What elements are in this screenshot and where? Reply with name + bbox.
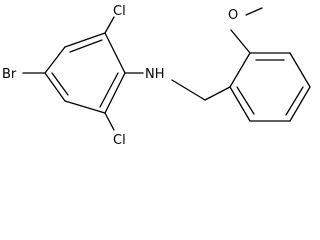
bond <box>44 46 66 74</box>
bond <box>64 100 106 114</box>
bond <box>104 32 126 74</box>
bond <box>229 86 251 122</box>
bromine-label: Br <box>2 67 17 82</box>
bond <box>229 52 251 88</box>
bond-ring-to-oxygen <box>230 29 251 54</box>
chlorine-top-label: Cl <box>113 4 126 19</box>
bond-oxygen-to-methyl <box>245 7 263 16</box>
bond <box>289 86 311 122</box>
double-bond-inner <box>285 86 304 116</box>
double-bond-inner <box>236 86 255 115</box>
bond <box>104 72 126 114</box>
bond <box>289 52 311 88</box>
chemical-structure-diagram: Cl Cl Br NH O <box>2 4 311 148</box>
chlorine-bottom-label: Cl <box>113 133 126 148</box>
double-bond-inner <box>99 72 119 108</box>
double-bond-inner <box>51 72 69 96</box>
double-bond-inner <box>69 39 103 53</box>
bond <box>64 32 106 48</box>
bond-ch2-to-ring <box>204 86 231 101</box>
methoxyphenyl-ring <box>229 52 311 122</box>
amine-label: NH <box>145 67 165 82</box>
bond <box>44 72 66 102</box>
bond-amine-to-ch2 <box>171 79 206 101</box>
bond-to-chlorine-bottom <box>104 112 115 131</box>
bond-to-chlorine-top <box>104 16 115 34</box>
methoxy-oxygen-label: O <box>228 8 238 23</box>
dichlorobromophenyl-ring <box>44 32 126 114</box>
